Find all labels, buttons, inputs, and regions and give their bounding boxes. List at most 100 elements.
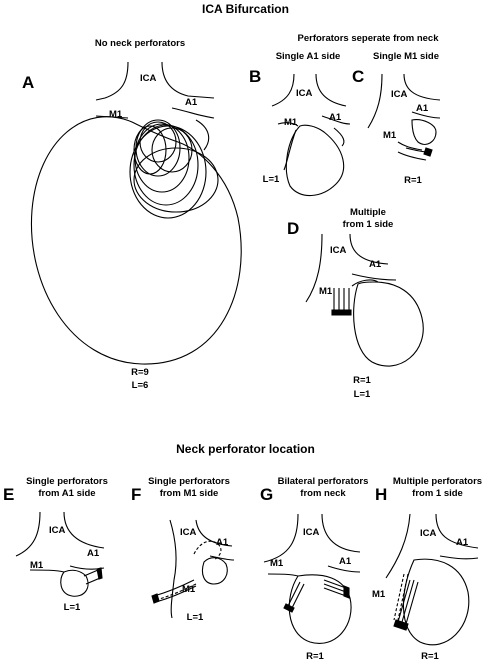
panel-g-a1-label: A1 <box>339 556 352 567</box>
panel-c-ica-label: ICA <box>391 89 408 100</box>
panel-h-perforator-3 <box>405 581 419 625</box>
panel-h-letter: H <box>375 485 388 504</box>
panel-e-perforator-cap <box>96 567 103 580</box>
panel-a-a1-branch <box>195 119 210 151</box>
panel-b-a1-perforator <box>333 127 345 147</box>
panel-c-letter: C <box>352 67 365 86</box>
panel-e-letter: E <box>3 485 15 504</box>
panel-c-drawing <box>367 73 441 161</box>
panel-f-count: L=1 <box>186 612 204 623</box>
panel-f-letter: F <box>131 485 142 504</box>
panel-g-perforator-right-1 <box>323 579 347 589</box>
panel-b-ica-left <box>271 73 295 107</box>
panel-d-perforator-caps <box>331 309 352 316</box>
panel-f-dashed-outline-1 <box>193 540 222 561</box>
panel-c-m1-branch-lower <box>397 151 427 161</box>
panel-a-aneurysm-8 <box>133 147 219 213</box>
panel-b-ica-label: ICA <box>296 88 313 99</box>
panel-h-perforator-2 <box>401 579 415 623</box>
panel-h-dashed-2 <box>397 573 409 621</box>
panel-d-header-line1: Multiple <box>350 207 386 218</box>
panel-g-header-line1: Bilateral perforators <box>277 476 369 487</box>
panel-c-perforator-cap <box>423 147 433 157</box>
panel-c-ica-right <box>403 73 441 101</box>
panel-h-ica-label: ICA <box>420 528 437 539</box>
panel-e-ica-label: ICA <box>49 525 66 536</box>
panel-c-a1-lower <box>411 111 441 119</box>
panel-g-m1-label: M1 <box>270 558 284 569</box>
panel-c-count: R=1 <box>404 175 422 186</box>
panel-f-perforator <box>153 579 197 603</box>
panel-h-perforator-1 <box>397 579 411 623</box>
panel-a-letter: A <box>22 73 35 92</box>
panel-a-aneurysm-3 <box>133 124 199 206</box>
panel-a-header: No neck perforators <box>94 38 186 49</box>
panel-h-ica-right <box>435 513 479 549</box>
panel-g-m1-upper <box>267 573 299 577</box>
panel-g-ica-label: ICA <box>303 527 320 538</box>
panel-a-ica-wall-left <box>95 61 129 101</box>
panel-d-aneurysm <box>353 281 424 367</box>
panel-e-header-line2: from A1 side <box>38 488 96 499</box>
panel-g-drawing <box>263 513 361 644</box>
panel-d-a1-label: A1 <box>369 259 382 270</box>
panel-f-aneurysm <box>201 557 228 585</box>
panel-c-m1-label: M1 <box>383 130 397 141</box>
panel-g-perforator-right-3 <box>323 587 347 597</box>
panel-b-a1-label: A1 <box>329 112 342 123</box>
panel-h-aneurysm <box>402 558 470 646</box>
panel-a-count-r: R=9 <box>131 367 149 378</box>
panel-f-header-line1: Single perforators <box>148 476 230 487</box>
panel-g-letter: G <box>260 485 274 504</box>
panel-a-aneurysm-5 <box>139 121 177 163</box>
panel-d-a1-lower <box>351 273 397 281</box>
panel-e-ica-right <box>63 511 105 549</box>
panel-g-perforator-left-1 <box>287 581 301 607</box>
panel-f-ica-label: ICA <box>180 527 197 538</box>
panel-b-header: Single A1 side <box>275 51 341 62</box>
panel-g-perforator-left-cap <box>283 603 295 613</box>
panel-g-ica-left <box>263 513 299 563</box>
panel-g-count: R=1 <box>306 651 324 662</box>
panel-e-m1-label: M1 <box>30 560 44 571</box>
panel-f-ica-left <box>169 519 177 619</box>
panel-a-ica-wall-right <box>161 61 215 99</box>
panel-b-a1-lower <box>321 115 351 125</box>
panel-g-aneurysm <box>288 574 352 644</box>
panel-h-dashed-1 <box>393 573 405 621</box>
panel-f-dashed-outline-2 <box>155 583 197 601</box>
panel-b-count: L=1 <box>262 174 280 185</box>
panel-d-header-line2: from 1 side <box>342 219 394 230</box>
panel-b-letter: B <box>249 67 262 86</box>
panel-b-aneurysm <box>285 124 345 197</box>
panel-h-drawing <box>385 513 479 646</box>
panel-g-a1-lower <box>327 565 361 573</box>
panel-f-drawing <box>151 519 235 619</box>
panel-g-perforator-right-cap <box>343 585 350 599</box>
panel-c-m1-branch-upper <box>397 141 423 151</box>
panel-f-header-line2: from M1 side <box>159 488 219 499</box>
panel-e-drawing <box>15 511 105 597</box>
panel-e-ica-left <box>15 511 41 557</box>
panel-h-a1-label: A1 <box>456 537 469 548</box>
section-title-neck: Neck perforator location <box>176 442 315 456</box>
panel-h-a1-lower <box>439 555 479 560</box>
panel-e-a1-label: A1 <box>87 548 100 559</box>
panel-e-count: L=1 <box>63 602 81 613</box>
panel-e-m1-upper <box>29 569 65 573</box>
panel-d-ica-right <box>349 233 389 265</box>
panel-b-drawing <box>271 73 351 197</box>
panel-b-m1-lower <box>283 129 297 171</box>
panel-a-m1-label: M1 <box>109 109 123 120</box>
panel-a-drawing <box>30 61 242 365</box>
panel-d-ica-label: ICA <box>330 245 347 256</box>
panel-h-count: R=1 <box>421 651 439 662</box>
panel-c-ica-left <box>367 73 383 129</box>
panel-f-a1-lower <box>209 555 235 561</box>
panel-f-a1-label: A1 <box>216 537 229 548</box>
panel-d-m1-label: M1 <box>319 286 333 297</box>
panel-a-ica-label: ICA <box>140 73 157 84</box>
group-bc-header: Perforators seperate from neck <box>297 33 439 44</box>
panel-g-ica-right <box>321 513 361 553</box>
